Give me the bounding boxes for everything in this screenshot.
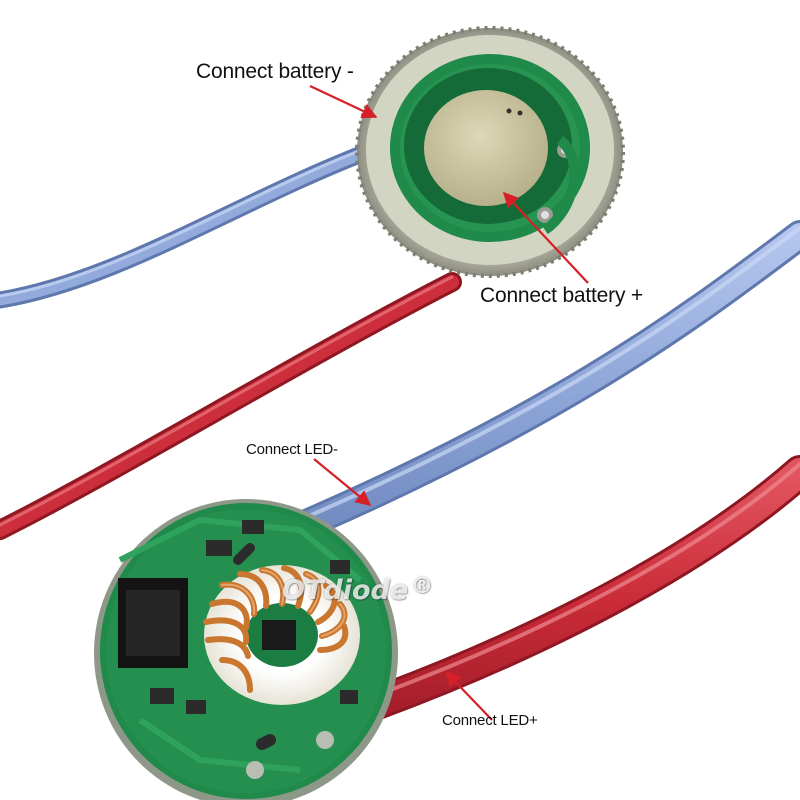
watermark-text: OTdiode	[282, 575, 409, 606]
toroid-inductor	[203, 565, 360, 705]
battery-contact-board	[355, 26, 625, 278]
led-positive-arrow	[444, 670, 493, 721]
battery-negative-label: Connect battery -	[196, 60, 354, 83]
battery-positive-arrow	[502, 191, 589, 284]
registered-mark: ®	[411, 574, 434, 599]
brand-watermark: OTdiode®	[282, 574, 433, 606]
battery-positive-label: Connect battery +	[480, 284, 643, 307]
led-positive-label: Connect LED+	[442, 712, 538, 729]
led-negative-arrow	[313, 458, 372, 506]
led-driver-board	[94, 499, 398, 800]
led-negative-label: Connect LED-	[246, 441, 338, 458]
battery-negative-arrow	[309, 85, 378, 119]
battery-positive-pad	[424, 90, 548, 206]
